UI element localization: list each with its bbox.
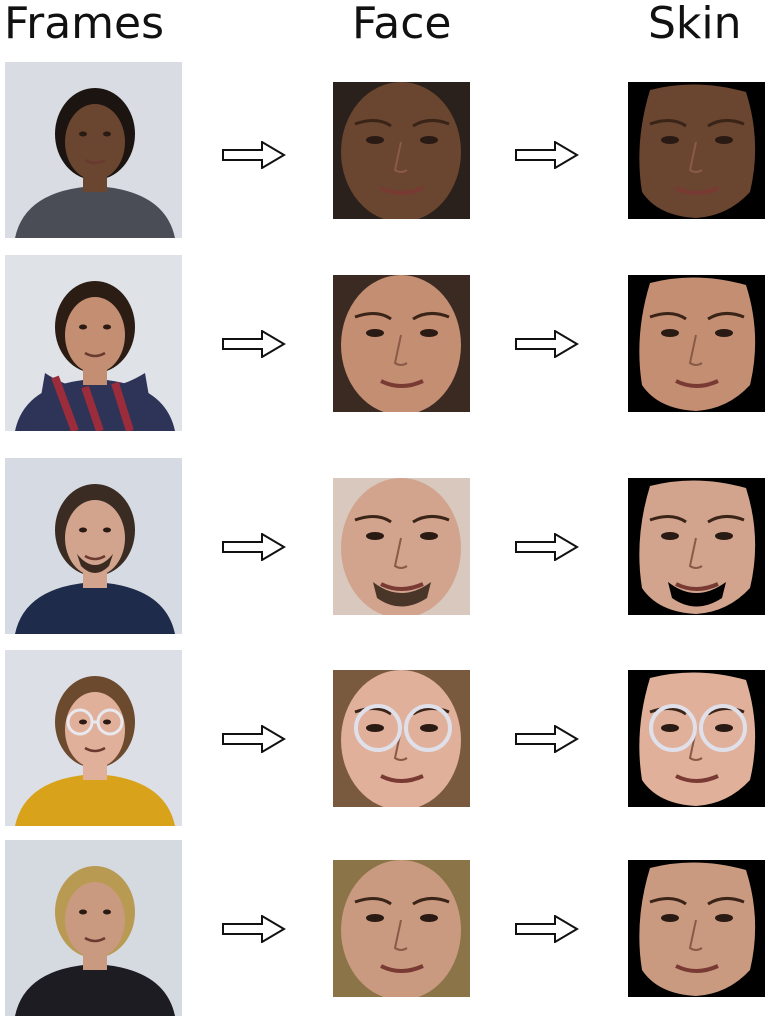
column-title-skin: Skin (648, 0, 742, 49)
arrow-icon (515, 330, 579, 358)
frame-image-3 (5, 458, 182, 634)
face-crop-2 (333, 275, 470, 412)
column-title-face: Face (352, 0, 452, 49)
arrow-icon (515, 141, 579, 169)
column-title-frames: Frames (4, 0, 165, 49)
skin-mask-3 (628, 478, 765, 615)
arrow-icon (222, 915, 286, 943)
arrow-icon (222, 141, 286, 169)
skin-mask-4 (628, 670, 765, 807)
frame-image-1 (5, 62, 182, 238)
arrow-icon (515, 533, 579, 561)
frame-image-4 (5, 650, 182, 826)
arrow-icon (222, 725, 286, 753)
face-crop-4 (333, 670, 470, 807)
skin-mask-1 (628, 82, 765, 219)
arrow-icon (515, 725, 579, 753)
skin-mask-2 (628, 275, 765, 412)
face-crop-5 (333, 860, 470, 997)
arrow-icon (222, 330, 286, 358)
frame-image-2 (5, 255, 182, 431)
arrow-icon (515, 915, 579, 943)
skin-mask-5 (628, 860, 765, 997)
face-crop-1 (333, 82, 470, 219)
arrow-icon (222, 533, 286, 561)
face-crop-3 (333, 478, 470, 615)
frame-image-5 (5, 840, 182, 1016)
